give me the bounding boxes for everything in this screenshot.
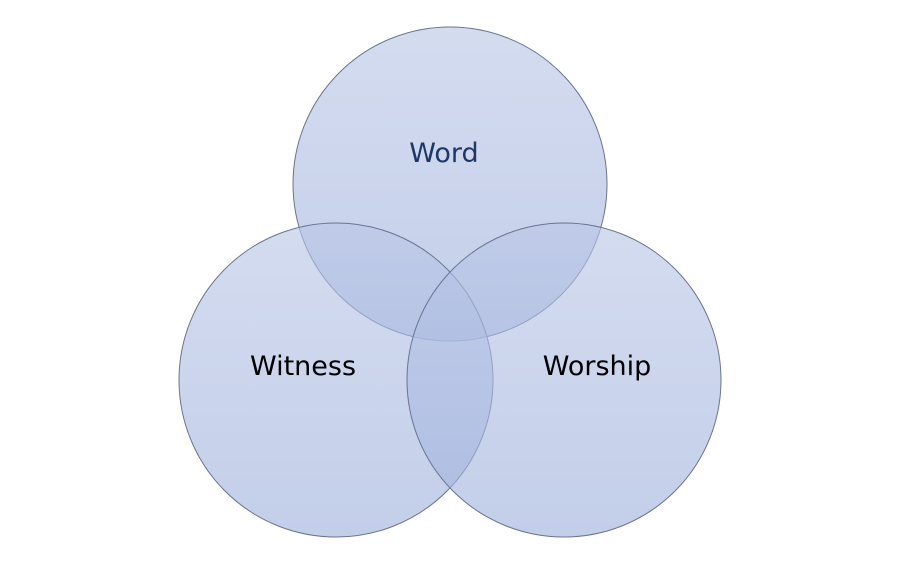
- circle-worship: [406, 222, 722, 538]
- label-worship: Worship: [543, 351, 652, 382]
- label-word: Word: [409, 138, 478, 169]
- label-witness: Witness: [250, 351, 356, 382]
